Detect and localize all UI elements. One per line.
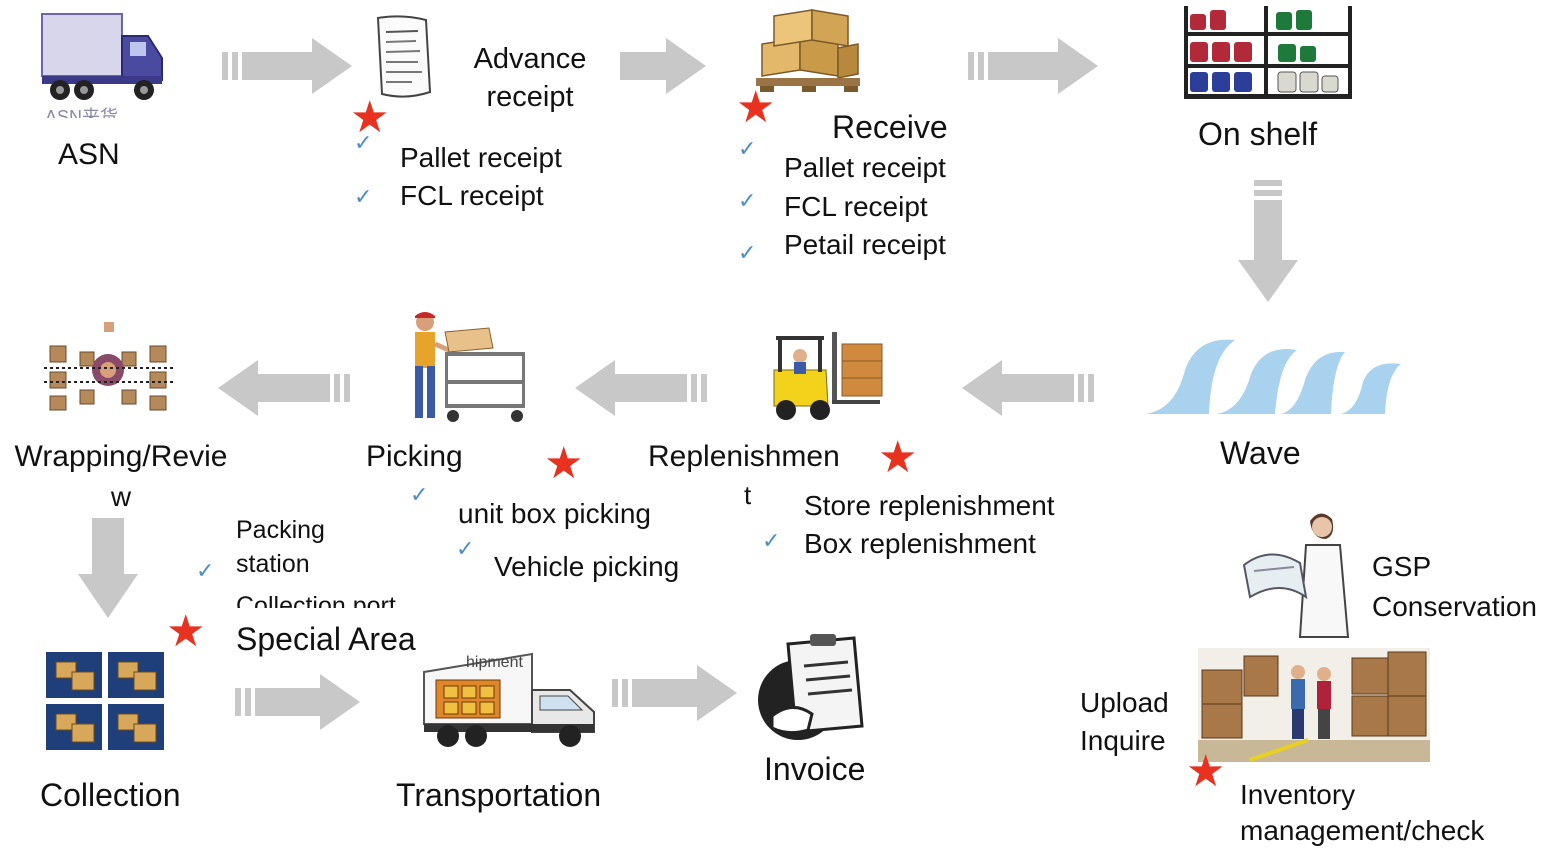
upload-label-line2: Inquire [1080, 725, 1166, 756]
on-shelf-label: On shelf [1198, 116, 1318, 152]
transportation-label: Transportation [396, 777, 602, 813]
check-icon: ✓ [410, 482, 429, 507]
flow-arrow-right [222, 38, 352, 94]
wrapping-label-line2: w [110, 481, 132, 512]
star-icon: ★ [736, 83, 776, 132]
wrapping-item-station: station [236, 550, 310, 578]
wave-label: Wave [1220, 435, 1301, 471]
advance-item-fcl: FCL receipt [400, 180, 544, 211]
picking-item-unit-box: unit box picking [458, 498, 652, 529]
upload-label-line1: Upload [1080, 687, 1169, 718]
check-icon: ✓ [196, 558, 215, 583]
replenishment-item-store: Store replenishment [804, 490, 1055, 521]
check-icon: ✓ [354, 184, 373, 209]
check-icon: ✓ [354, 130, 373, 155]
flow-arrow-right [968, 38, 1098, 94]
check-icon: ✓ [738, 240, 757, 265]
gsp-label-line1: GSP [1372, 551, 1432, 582]
check-icon: ✓ [738, 188, 757, 213]
check-icon: ✓ [762, 528, 781, 553]
check-icon: ✓ [738, 136, 757, 161]
star-icon: ★ [878, 433, 918, 482]
picking-label: Picking [366, 440, 463, 473]
inventory-label-line1: Inventory [1240, 779, 1356, 810]
wave-icon [1145, 339, 1401, 414]
warehouse-staff-icon [1198, 648, 1430, 762]
receipt-document-icon [376, 15, 432, 98]
receive-item-fcl: FCL receipt [784, 191, 928, 222]
flow-arrow-left [962, 360, 1094, 416]
star-icon: ★ [1186, 747, 1226, 796]
replenishment-label-line1: Replenishmen [648, 440, 840, 473]
worker-cart-icon [415, 312, 525, 422]
picking-item-vehicle: Vehicle picking [494, 551, 680, 582]
star-icon: ★ [350, 93, 390, 142]
wrapping-item-collection-port: Collection port [236, 592, 396, 608]
pallet-boxes-icon [756, 9, 860, 92]
delivery-truck-icon [423, 652, 595, 747]
asn-caption: ASN来货 [45, 107, 119, 118]
collection-boxes-icon [46, 652, 164, 750]
inspector-icon [1242, 513, 1350, 638]
receive-item-petail: Petail receipt [784, 229, 946, 260]
truck-side-text: hipment [466, 654, 523, 671]
invoice-label: Invoice [764, 751, 866, 787]
wrapping-item-packing: Packing [236, 516, 325, 544]
receive-item-pallet: Pallet receipt [784, 152, 946, 183]
replenishment-label-line2: t [744, 480, 752, 510]
flow-arrow-left [218, 360, 350, 416]
check-icon: ✓ [456, 536, 475, 561]
flow-arrow-right [612, 665, 737, 721]
wrapping-icon [44, 322, 174, 411]
flow-arrow-left [575, 360, 707, 416]
special-area-label: Special Area [236, 621, 416, 657]
advance-receipt-label-line2: receipt [486, 81, 574, 113]
shelf-icon [1184, 6, 1352, 99]
flow-arrow-down [78, 518, 138, 618]
truck-icon [41, 13, 163, 100]
collection-label: Collection [40, 777, 181, 813]
flow-arrow-right [620, 38, 706, 94]
gsp-label-line2: Conservation [1372, 591, 1537, 622]
flow-arrow-right [235, 674, 360, 730]
receive-label: Receive [832, 109, 948, 145]
flow-arrow-down [1238, 180, 1298, 302]
invoice-clipboard-icon [758, 634, 864, 740]
advance-receipt-label-line1: Advance [473, 43, 587, 75]
forklift-icon [773, 332, 883, 420]
star-icon: ★ [544, 439, 584, 488]
advance-item-pallet: Pallet receipt [400, 142, 562, 173]
replenishment-item-box: Box replenishment [804, 528, 1036, 559]
inventory-label-line2: management/check [1240, 815, 1485, 846]
asn-label: ASN [58, 138, 120, 171]
wrapping-label-line1: Wrapping/Revie [14, 440, 228, 473]
star-icon: ★ [166, 607, 206, 656]
